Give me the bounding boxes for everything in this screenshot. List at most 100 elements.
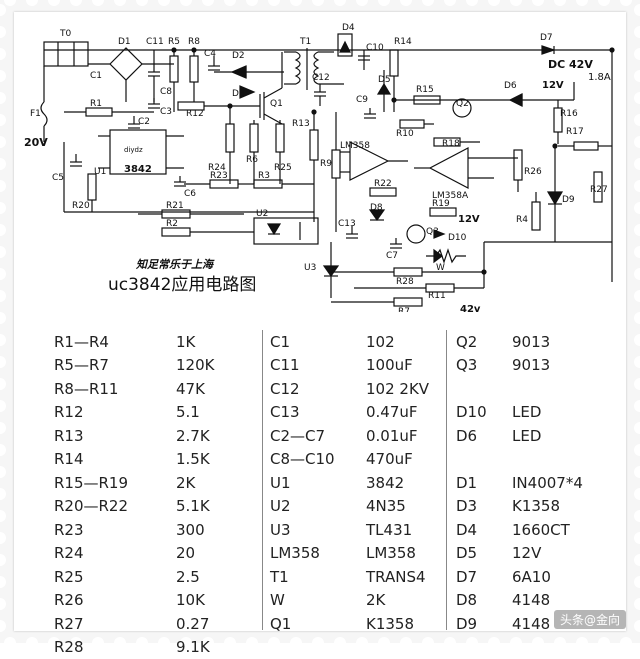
bom-ref: Q1: [270, 615, 366, 633]
label-R14: R14: [394, 37, 412, 47]
label-R20: R20: [72, 201, 90, 211]
bom-value: LM358: [366, 544, 416, 562]
schematic-sheet: T0 D1 C11 R5 R8 C4 D2 T1 D4 C10 R14 D7 D…: [14, 12, 626, 631]
label-R7: R7: [398, 307, 410, 312]
label-W: W: [436, 263, 445, 273]
bom-ref: R26: [54, 591, 176, 609]
label-R4: R4: [516, 215, 528, 225]
bom-ref: D8: [456, 591, 512, 609]
label-R6: R6: [246, 155, 258, 165]
bom-value: 100uF: [366, 356, 413, 374]
bom-ref: D5: [456, 544, 512, 562]
bom-value: LED: [512, 427, 541, 445]
bom-value: 9.1K: [176, 638, 210, 656]
bom-ref: R27: [54, 615, 176, 633]
label-D4: D4: [342, 23, 355, 33]
column-divider: [262, 330, 263, 630]
bom-value: 4N35: [366, 497, 406, 515]
label-C3: C3: [160, 107, 172, 117]
label-D1: D1: [118, 37, 131, 47]
label-D7: D7: [540, 33, 553, 43]
bom-ref: D3: [456, 497, 512, 515]
bom-ref: R23: [54, 521, 176, 539]
bom-ref: R24: [54, 544, 176, 562]
label-R15: R15: [416, 85, 434, 95]
circuit-schematic: T0 D1 C11 R5 R8 C4 D2 T1 D4 C10 R14 D7 D…: [14, 12, 626, 312]
site-watermark: 头条@金向: [554, 610, 626, 629]
label-Q2: Q2: [456, 99, 469, 109]
label-U2: U2: [256, 209, 268, 219]
label-D6: D6: [504, 81, 517, 91]
label-output-voltage: DC 42V: [548, 58, 593, 71]
bom-ref: C1: [270, 333, 366, 351]
bom-value: 102: [366, 333, 395, 351]
label-42v: 42v: [460, 304, 481, 312]
bom-value: 102 2KV: [366, 380, 429, 398]
bom-value: 0.01uF: [366, 427, 418, 445]
bom-value: 4148: [512, 591, 550, 609]
label-D10: D10: [448, 233, 467, 243]
label-C4: C4: [204, 49, 216, 59]
bom-ref: T1: [270, 568, 366, 586]
label-C11: C11: [146, 37, 164, 47]
bom-value: 20: [176, 544, 195, 562]
bom-ref: R15—R19: [54, 474, 176, 492]
label-Q1: Q1: [270, 99, 283, 109]
label-D2: D2: [232, 51, 245, 61]
bom-value: LED: [512, 403, 541, 421]
label-C8: C8: [160, 87, 172, 97]
bom-ref: LM358: [270, 544, 366, 562]
label-R2: R2: [166, 219, 178, 229]
bom-ref: R20—R22: [54, 497, 176, 515]
bom-value: K1358: [366, 615, 414, 633]
bom-ref: R8—R11: [54, 380, 176, 398]
bom-ref: R28: [54, 638, 176, 656]
label-12v-mid: 12V: [458, 214, 480, 225]
label-C10: C10: [366, 43, 384, 53]
bom-ref: U3: [270, 521, 366, 539]
bom-value: 0.27: [176, 615, 209, 633]
label-D5: D5: [378, 75, 391, 85]
bom-value: 47K: [176, 380, 205, 398]
bom-ref: Q3: [456, 356, 512, 374]
bom-ref: R12: [54, 403, 176, 421]
bom-value: 2.7K: [176, 427, 210, 445]
bom-value: 1660CT: [512, 521, 570, 539]
bom-value: K1358: [512, 497, 560, 515]
bom-value: 4148: [512, 615, 550, 633]
label-U3: U3: [304, 263, 316, 273]
label-R18: R18: [442, 139, 460, 149]
label-D8: D8: [370, 203, 383, 213]
bom-value: 3842: [366, 474, 404, 492]
label-T1: T1: [299, 37, 311, 47]
bom-value: 0.47uF: [366, 403, 418, 421]
bom-value: 2K: [176, 474, 195, 492]
label-diydz: diydz: [124, 146, 143, 154]
label-R1: R1: [90, 99, 102, 109]
bom-value: 10K: [176, 591, 205, 609]
label-R11: R11: [428, 291, 446, 301]
